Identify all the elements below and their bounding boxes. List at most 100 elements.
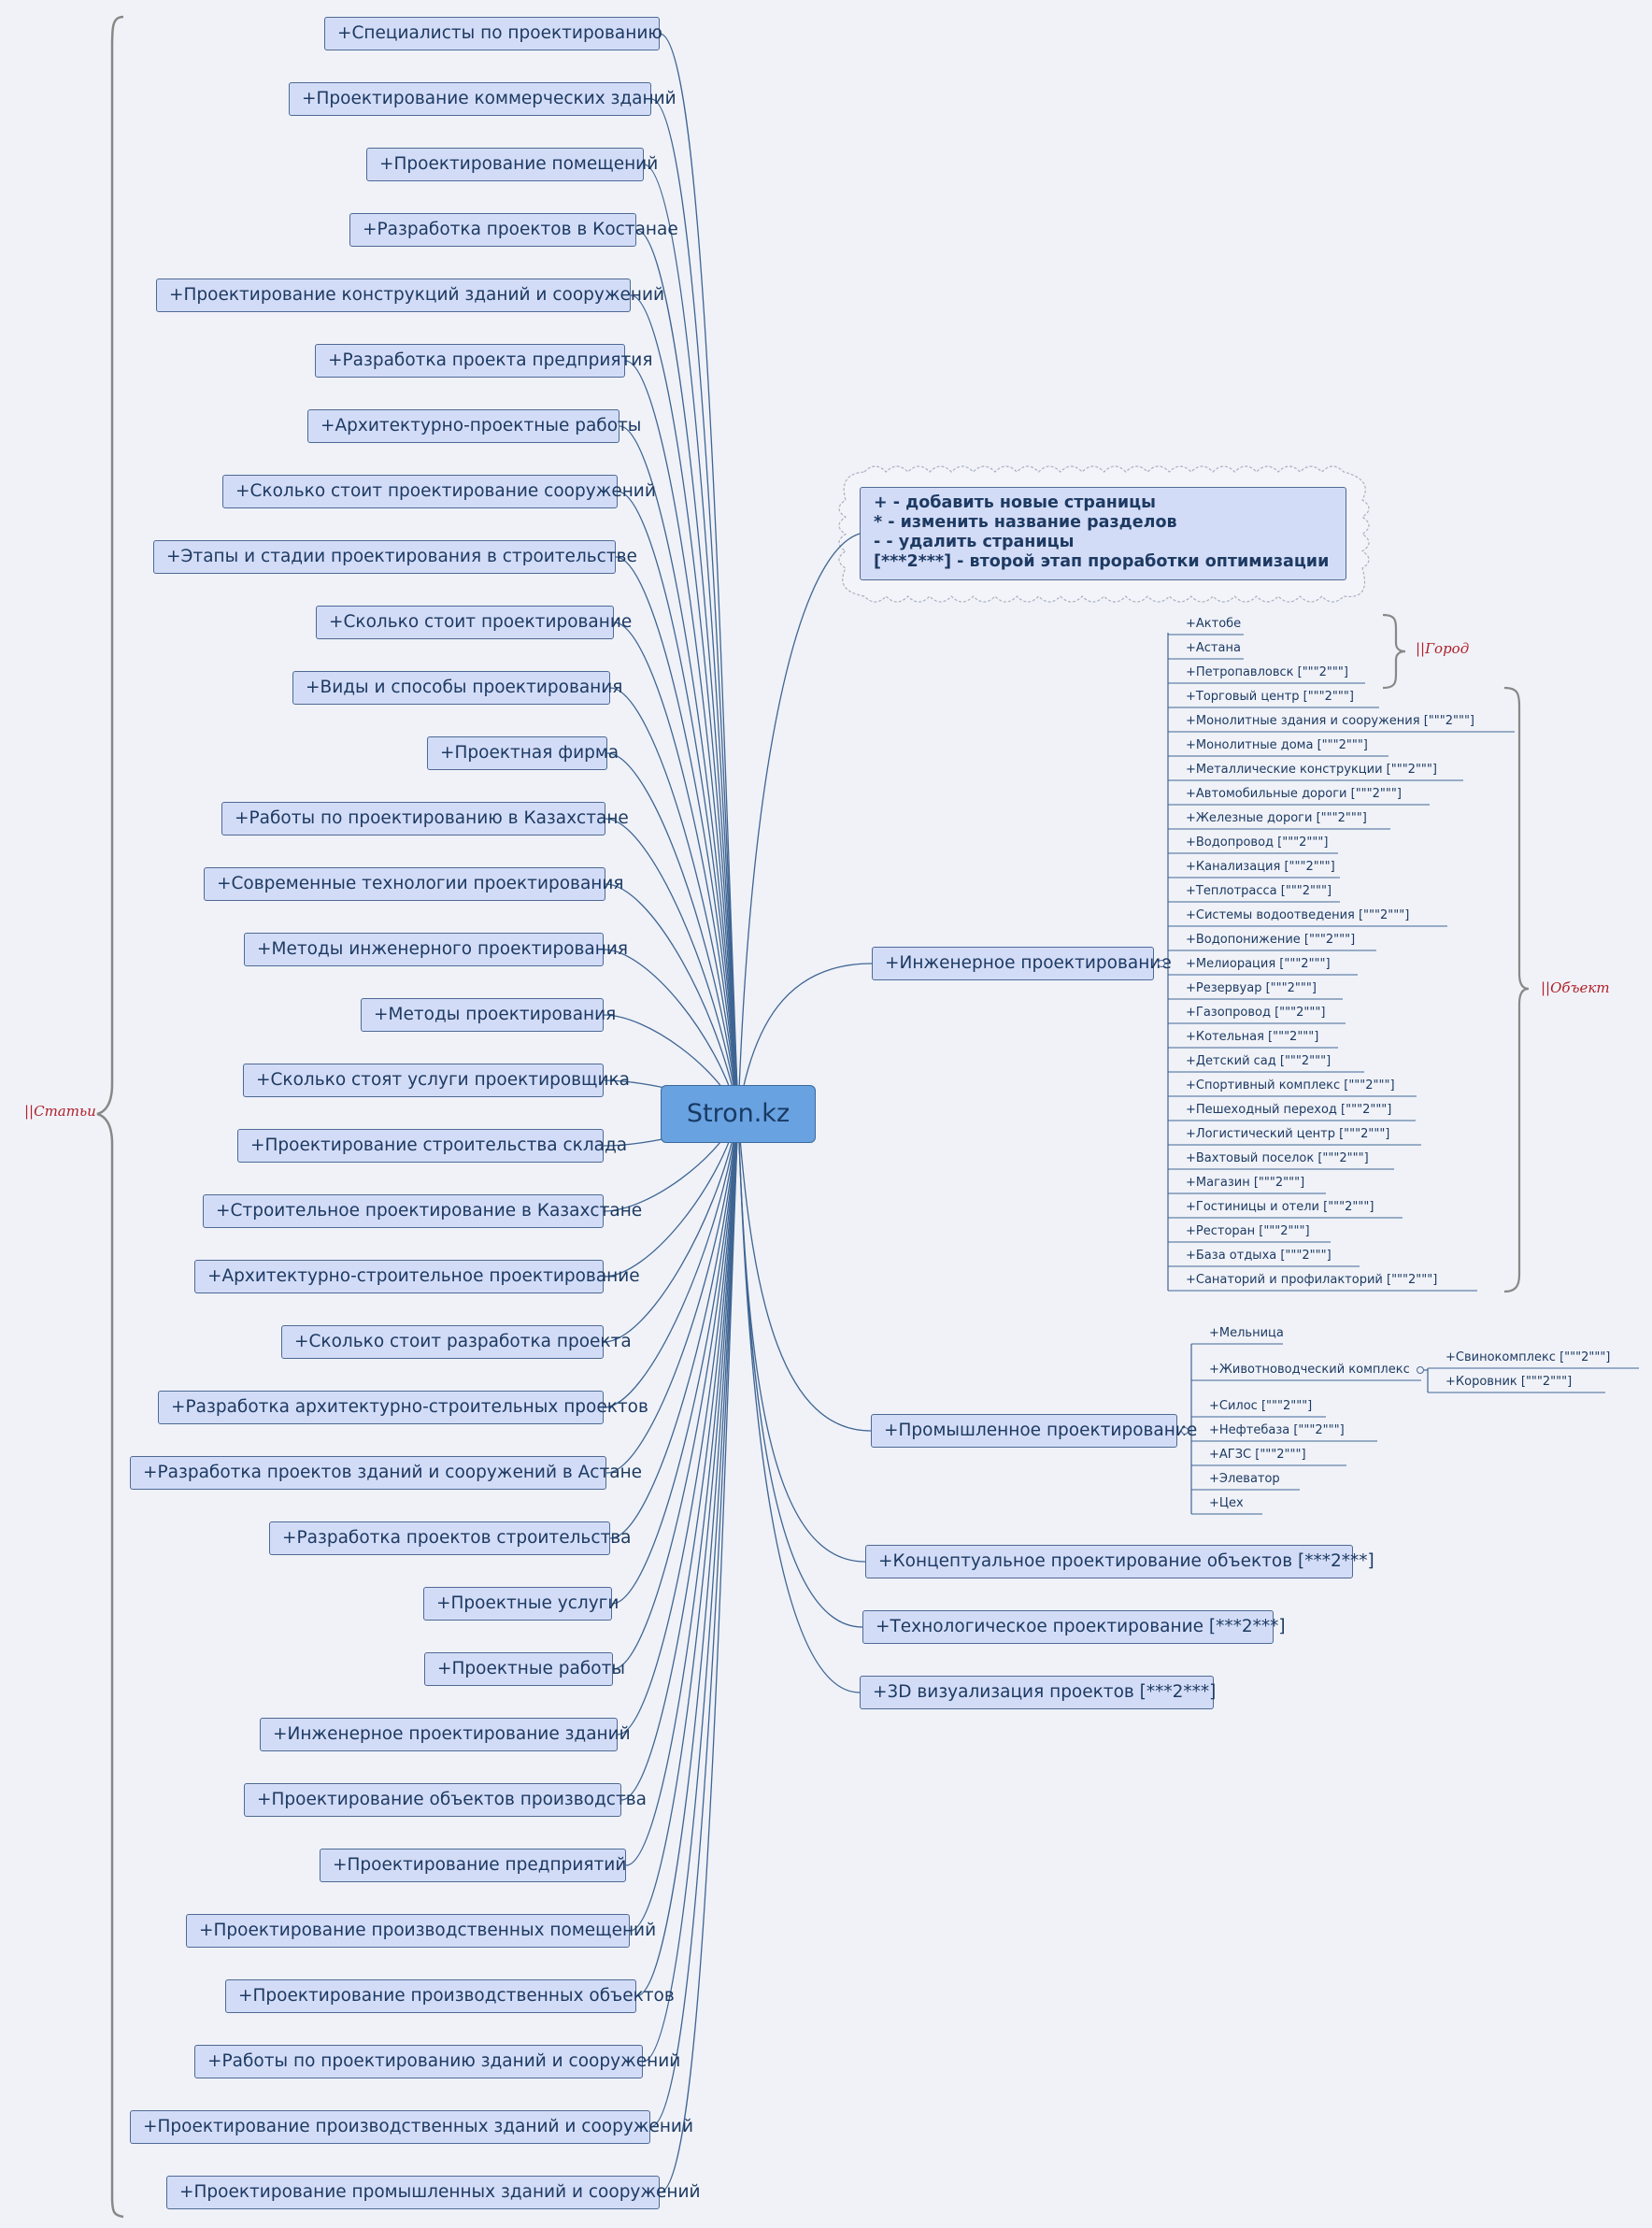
industrial-subtopic[interactable]: +АГЗС ["""2"""]	[1209, 1448, 1306, 1462]
livestock-subtopic[interactable]: +Коровник ["""2"""]	[1446, 1375, 1573, 1389]
article-connector	[624, 360, 739, 1115]
engineering-subtopic[interactable]: +Вахтовый поселок ["""2"""]	[1186, 1151, 1369, 1165]
right-topic[interactable]: +Концептуальное проектирование объектов …	[865, 1545, 1374, 1578]
article-topic[interactable]: +Работы по проектированию зданий и соору…	[194, 2045, 680, 2078]
articles-brace	[96, 15, 124, 2219]
engineering-subtopic[interactable]: +Котельная ["""2"""]	[1186, 1030, 1319, 1044]
article-topic[interactable]: +Методы инженерного проектирования	[244, 933, 628, 966]
legend-line-add: + - добавить новые страницы	[874, 493, 1156, 512]
legend-box[interactable]: + - добавить новые страницы * - изменить…	[860, 487, 1346, 580]
article-topic[interactable]: +Проектирование строительства склада	[237, 1129, 627, 1163]
industrial-subtopic[interactable]: +Элеватор	[1209, 1472, 1280, 1486]
article-topic[interactable]: +Проектные работы	[424, 1652, 625, 1686]
article-topic[interactable]: +Инженерное проектирование зданий	[260, 1718, 631, 1751]
article-topic[interactable]: +Проектирование конструкций зданий и соо…	[156, 278, 664, 312]
tag-articles: ||Статьи	[24, 1103, 96, 1120]
collapse-toggle-icon[interactable]	[1158, 960, 1165, 967]
industrial-subtopic[interactable]: +Силос ["""2"""]	[1209, 1399, 1313, 1413]
article-topic[interactable]: +Архитектурно-строительное проектировани…	[194, 1260, 640, 1293]
engineering-subtopic[interactable]: +Автомобильные дороги ["""2"""]	[1186, 787, 1402, 801]
article-topic[interactable]: +Сколько стоит проектирование сооружений	[222, 475, 656, 508]
engineering-subtopic[interactable]: +Пешеходный переход ["""2"""]	[1186, 1103, 1392, 1117]
right-topic-connector	[737, 1113, 866, 1563]
engineering-subtopic[interactable]: +Газопровод ["""2"""]	[1186, 1006, 1326, 1020]
right-topic[interactable]: +Технологическое проектирование [***2***…	[862, 1610, 1286, 1644]
engineering-subtopic[interactable]: +Санаторий и профилакторий ["""2"""]	[1186, 1273, 1438, 1287]
article-topic[interactable]: +Этапы и стадии проектирования в строите…	[153, 540, 637, 574]
article-connector	[643, 164, 739, 1115]
article-topic[interactable]: +Методы проектирования	[361, 998, 616, 1032]
root-topic[interactable]: Stron.kz	[661, 1085, 816, 1143]
engineering-subtopic[interactable]: +Резервуар ["""2"""]	[1186, 981, 1317, 995]
engineering-subtopic[interactable]: +Монолитные дома ["""2"""]	[1186, 738, 1368, 752]
industrial-subtopic[interactable]: +Нефтебаза ["""2"""]	[1209, 1423, 1345, 1437]
article-topic[interactable]: +Проектирование объектов производства	[244, 1783, 647, 1817]
engineering-topic[interactable]: +Инженерное проектирование	[872, 947, 1172, 980]
article-topic[interactable]: +Проектные услуги	[423, 1587, 619, 1621]
article-connector	[650, 98, 739, 1115]
article-topic[interactable]: +Разработка архитектурно-строительных пр…	[158, 1391, 648, 1424]
engineering-subtopic[interactable]: +Монолитные здания и сооружения ["""2"""…	[1186, 714, 1474, 728]
article-topic[interactable]: +Проектирование производственных помещен…	[186, 1914, 656, 1948]
article-topic[interactable]: +Проектирование помещений	[366, 148, 658, 181]
engineering-subtopic[interactable]: +Металлические конструкции ["""2"""]	[1186, 763, 1437, 777]
article-topic[interactable]: +Сколько стоит проектирование	[316, 606, 632, 639]
collapse-toggle-icon[interactable]	[1417, 1366, 1424, 1374]
article-topic[interactable]: +Проектирование предприятий	[320, 1849, 626, 1882]
industrial-subtopic[interactable]: +Цех	[1209, 1496, 1244, 1510]
article-topic[interactable]: +Работы по проектированию в Казахстане	[221, 802, 629, 836]
article-connector	[630, 294, 739, 1115]
engineering-subtopic[interactable]: +База отдыха ["""2"""]	[1186, 1249, 1332, 1263]
article-topic[interactable]: +Виды и способы проектирования	[292, 671, 622, 705]
article-topic[interactable]: +Сколько стоят услуги проектировщика	[243, 1064, 630, 1097]
legend-line-delete: - - удалить страницы	[874, 533, 1075, 551]
article-topic[interactable]: +Разработка проектов в Костанае	[349, 213, 678, 247]
engineering-subtopic[interactable]: +Актобе	[1186, 617, 1242, 631]
engineering-subtopic[interactable]: +Теплотрасса ["""2"""]	[1186, 884, 1332, 898]
engineering-subtopic[interactable]: +Мелиорация ["""2"""]	[1186, 957, 1331, 971]
engineering-subtopic[interactable]: +Петропавловск ["""2"""]	[1186, 665, 1348, 679]
engineering-subtopic[interactable]: +Водопонижение ["""2"""]	[1186, 933, 1356, 947]
article-topic[interactable]: +Архитектурно-проектные работы	[307, 409, 641, 443]
article-topic[interactable]: +Специалисты по проектированию	[324, 17, 662, 50]
article-topic[interactable]: +Современные технологии проектирования	[204, 867, 624, 901]
engineering-subtopic[interactable]: +Детский сад ["""2"""]	[1186, 1054, 1332, 1068]
engineering-subtopic[interactable]: +Ресторан ["""2"""]	[1186, 1224, 1310, 1238]
article-connector	[606, 752, 739, 1115]
article-connector	[642, 1113, 739, 2063]
article-topic[interactable]: +Проектирование производственных зданий …	[130, 2110, 693, 2144]
article-connector	[617, 491, 739, 1115]
right-topic-connector	[737, 1113, 863, 1628]
article-topic[interactable]: +Проектирование коммерческих зданий	[289, 82, 676, 116]
engineering-subtopic[interactable]: +Торговый центр ["""2"""]	[1186, 690, 1354, 704]
article-topic[interactable]: +Разработка проектов строительства	[269, 1521, 632, 1555]
engineering-subtopic[interactable]: +Логистический центр ["""2"""]	[1186, 1127, 1390, 1141]
engineering-subtopic[interactable]: +Водопровод ["""2"""]	[1186, 836, 1329, 850]
collapse-toggle-icon[interactable]	[1181, 1427, 1189, 1435]
engineering-subtopic[interactable]: +Железные дороги ["""2"""]	[1186, 811, 1367, 825]
engineering-subtopic[interactable]: +Спортивный комплекс ["""2"""]	[1186, 1078, 1395, 1093]
article-topic[interactable]: +Строительное проектирование в Казахстан…	[203, 1194, 642, 1228]
engineering-subtopic[interactable]: +Астана	[1186, 641, 1241, 655]
article-connector	[659, 33, 739, 1115]
engineering-subtopic[interactable]: +Канализация ["""2"""]	[1186, 860, 1335, 874]
right-topic[interactable]: +3D визуализация проектов [***2***]	[860, 1676, 1216, 1709]
industrial-topic[interactable]: +Промышленное проектирование	[871, 1414, 1197, 1448]
industrial-subtopic[interactable]: +Мельница	[1209, 1326, 1284, 1340]
article-topic[interactable]: +Сколько стоит разработка проекта	[281, 1325, 632, 1359]
article-connector	[609, 687, 739, 1115]
tag-city: ||Город	[1416, 640, 1470, 657]
engineering-subtopic[interactable]: +Системы водоотведения ["""2"""]	[1186, 908, 1410, 922]
engineering-subtopic[interactable]: +Магазин ["""2"""]	[1186, 1176, 1305, 1190]
article-topic[interactable]: +Разработка проектов зданий и сооружений…	[130, 1456, 642, 1490]
industrial-subtopic[interactable]: +Животноводческий комплекс	[1209, 1363, 1410, 1377]
article-topic[interactable]: +Проектная фирма	[427, 736, 619, 770]
article-topic[interactable]: +Проектирование промышленных зданий и со…	[166, 2176, 701, 2209]
article-topic[interactable]: +Проектирование производственных объекто…	[225, 1979, 675, 2013]
livestock-subtopic[interactable]: +Свинокомплекс ["""2"""]	[1446, 1350, 1611, 1364]
article-topic[interactable]: +Разработка проекта предприятия	[315, 344, 652, 378]
article-connector	[615, 556, 739, 1115]
article-connector	[625, 1113, 739, 1866]
engineering-subtopic[interactable]: +Гостиницы и отели ["""2"""]	[1186, 1200, 1374, 1214]
article-connector	[605, 1113, 739, 1474]
